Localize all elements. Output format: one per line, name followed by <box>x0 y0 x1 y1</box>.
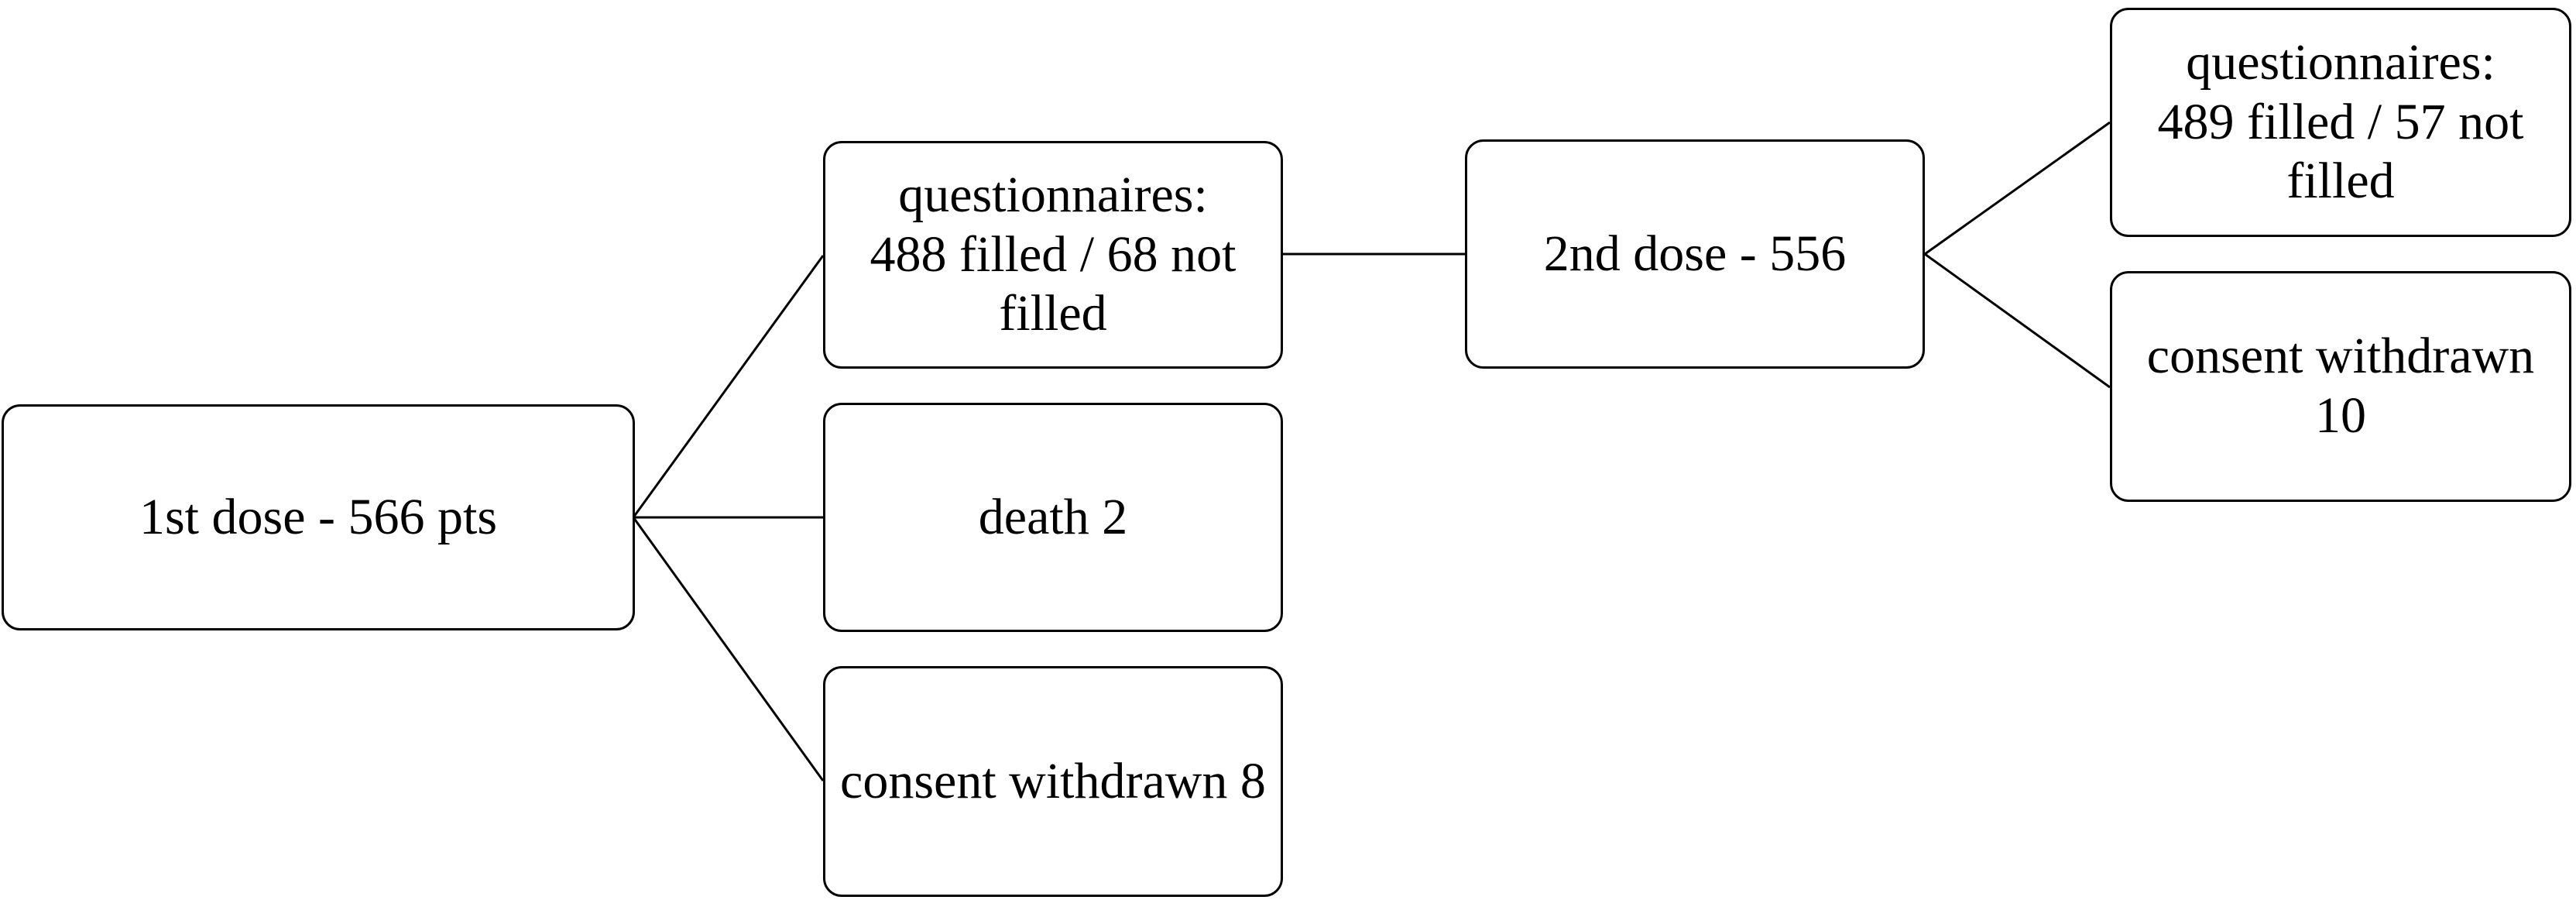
questionnaires-1-counts: 488 filled / 68 not filled <box>870 225 1237 342</box>
death-box: death 2 <box>823 403 1283 632</box>
questionnaires-1-heading: questionnaires: <box>898 167 1208 224</box>
second-dose-box: 2nd dose - 556 <box>1465 139 1925 369</box>
first-dose-label: 1st dose - 566 pts <box>139 488 497 545</box>
questionnaires-1-box: questionnaires: 488 filled / 68 not fill… <box>823 141 1283 369</box>
consent-withdrawn-2-box: consent withdrawn 10 <box>2110 271 2571 502</box>
consent-withdrawn-2-label: consent withdrawn 10 <box>2146 328 2535 444</box>
death-label: death 2 <box>978 488 1128 545</box>
questionnaires-2-counts: 489 filled / 57 not filled <box>2157 93 2524 210</box>
questionnaires-2-heading: questionnaires: <box>2186 34 2495 91</box>
edge-first-dose-to-questionnaires-1 <box>632 255 825 518</box>
consent-withdrawn-1-box: consent withdrawn 8 <box>823 666 1283 897</box>
questionnaires-2-box: questionnaires: 489 filled / 57 not fill… <box>2110 8 2571 237</box>
consent-withdrawn-1-label: consent withdrawn 8 <box>840 752 1266 809</box>
edge-second-dose-to-questionnaires-2 <box>1924 121 2111 256</box>
edge-first-dose-to-consent-withdrawn-1 <box>632 517 825 781</box>
edge-second-dose-to-consent-withdrawn-2 <box>1924 252 2111 389</box>
second-dose-label: 2nd dose - 556 <box>1543 225 1847 282</box>
first-dose-box: 1st dose - 566 pts <box>2 404 635 630</box>
